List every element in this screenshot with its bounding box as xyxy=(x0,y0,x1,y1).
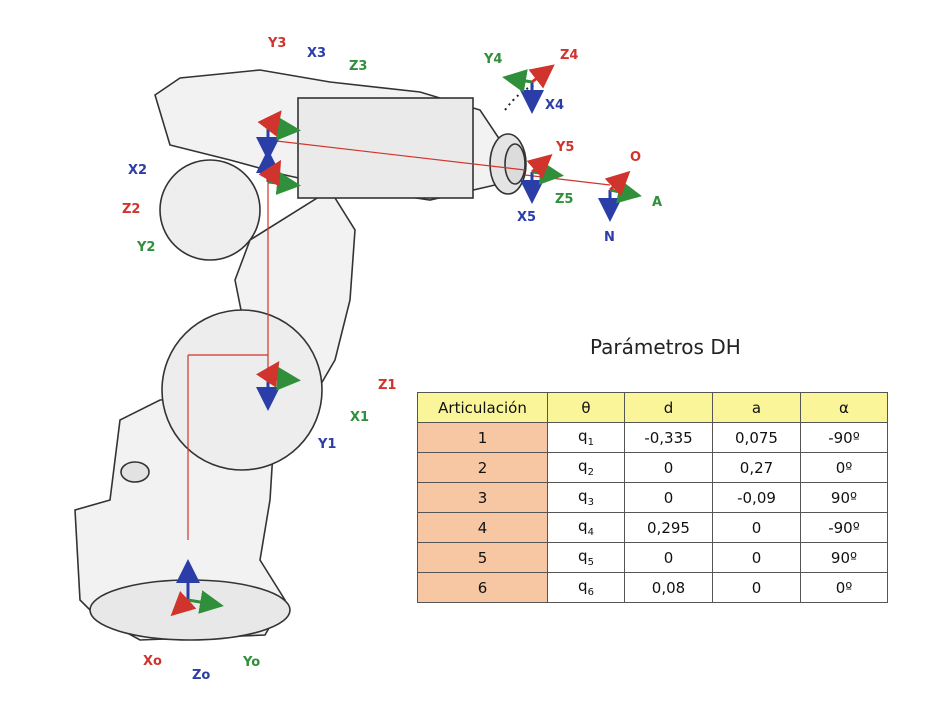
forearm-housing xyxy=(297,97,474,199)
d-cell: 0 xyxy=(624,482,713,513)
d-cell: 0,08 xyxy=(624,572,713,603)
theta-symbol: q xyxy=(578,487,588,505)
alpha-cell: -90º xyxy=(800,422,888,453)
d-cell: 0 xyxy=(624,452,713,483)
table-row: 4 q4 0,295 0 -90º xyxy=(417,512,888,543)
frame-label-a: A xyxy=(652,195,663,210)
joint-cell: 3 xyxy=(417,482,548,513)
frame-label-z4: Z4 xyxy=(560,48,579,63)
theta-symbol: q xyxy=(578,547,588,565)
theta-subscript: 6 xyxy=(587,587,594,598)
theta-symbol: q xyxy=(578,427,588,445)
theta-cell: q5 xyxy=(547,542,625,573)
joint-cell: 6 xyxy=(417,572,548,603)
a-cell: -0,09 xyxy=(712,482,801,513)
theta-subscript: 2 xyxy=(587,467,594,478)
robot-outline xyxy=(74,69,527,641)
a-cell: 0 xyxy=(712,542,801,573)
base-handle xyxy=(120,461,150,483)
joint-cell: 5 xyxy=(417,542,548,573)
joint-cell: 4 xyxy=(417,512,548,543)
theta-cell: q1 xyxy=(547,422,625,453)
frame-label-x5: X5 xyxy=(517,210,537,225)
theta-symbol: q xyxy=(578,577,588,595)
theta-cell: q4 xyxy=(547,512,625,543)
frame-label-y2: Y2 xyxy=(137,240,156,255)
theta-subscript: 4 xyxy=(587,527,594,538)
theta-subscript: 1 xyxy=(587,437,594,448)
header-a: a xyxy=(712,392,801,423)
frame-label-x1: X1 xyxy=(350,410,370,425)
frame-4 xyxy=(502,64,555,114)
alpha-cell: 0º xyxy=(800,572,888,603)
frame-3 xyxy=(256,110,301,161)
base-plate xyxy=(89,579,291,641)
header-joint: Articulación xyxy=(417,392,548,423)
table-row: 3 q3 0 -0,09 90º xyxy=(417,482,888,513)
joint-cell: 2 xyxy=(417,452,548,483)
table-row: 5 q5 0 0 90º xyxy=(417,542,888,573)
joint-cell: 1 xyxy=(417,422,548,453)
wrist-flange-inner xyxy=(504,143,526,185)
header-d: d xyxy=(624,392,713,423)
d-cell: 0 xyxy=(624,542,713,573)
frame-label-z2: Z2 xyxy=(122,202,141,217)
table-row: 2 q2 0 0,27 0º xyxy=(417,452,888,483)
a-cell: 0 xyxy=(712,512,801,543)
alpha-cell: 0º xyxy=(800,452,888,483)
joint-2-cover xyxy=(159,159,261,261)
dh-parameters-table: Articulación θ d a α 1 q1 -0,335 0,075 -… xyxy=(417,392,888,603)
frame-label-o: O xyxy=(630,150,642,165)
theta-cell: q6 xyxy=(547,572,625,603)
frame-5 xyxy=(520,154,564,204)
alpha-cell: -90º xyxy=(800,512,888,543)
frame-0 xyxy=(170,559,224,617)
frame-label-x2: X2 xyxy=(128,163,148,178)
dh-table-title: Parámetros DH xyxy=(590,335,741,359)
table-header-row: Articulación θ d a α xyxy=(417,392,888,423)
frame-label-x4: X4 xyxy=(545,98,565,113)
frame-label-z1: Z1 xyxy=(378,378,397,393)
theta-symbol: q xyxy=(578,457,588,475)
alpha-cell: 90º xyxy=(800,542,888,573)
a-cell: 0,075 xyxy=(712,422,801,453)
frame-label-y0: Yo xyxy=(243,655,261,670)
theta-cell: q3 xyxy=(547,482,625,513)
d-cell: 0,295 xyxy=(624,512,713,543)
theta-subscript: 5 xyxy=(587,557,594,568)
frame-label-z3: Z3 xyxy=(349,59,368,74)
frame-label-z5: Z5 xyxy=(555,192,574,207)
table-row: 1 q1 -0,335 0,075 -90º xyxy=(417,422,888,453)
frame-label-y3: Y3 xyxy=(268,36,287,51)
frame-label-y1: Y1 xyxy=(318,437,337,452)
frame-1 xyxy=(256,361,301,411)
d-cell: -0,335 xyxy=(624,422,713,453)
frame-label-y5: Y5 xyxy=(556,140,575,155)
joint-2-housing xyxy=(161,309,323,471)
a-cell: 0,27 xyxy=(712,452,801,483)
frame-label-x3: X3 xyxy=(307,46,327,61)
header-alpha: α xyxy=(800,392,888,423)
frame-label-y4: Y4 xyxy=(484,52,503,67)
frame-tool xyxy=(598,170,642,222)
alpha-cell: 90º xyxy=(800,482,888,513)
theta-symbol: q xyxy=(578,517,588,535)
table-row: 6 q6 0,08 0 0º xyxy=(417,572,888,603)
a-cell: 0 xyxy=(712,572,801,603)
frame-label-x0: Xo xyxy=(143,654,162,669)
frame-label-n: N xyxy=(604,230,615,245)
header-theta: θ xyxy=(547,392,625,423)
theta-subscript: 3 xyxy=(587,497,594,508)
theta-cell: q2 xyxy=(547,452,625,483)
frame-label-z0: Zo xyxy=(192,668,211,683)
